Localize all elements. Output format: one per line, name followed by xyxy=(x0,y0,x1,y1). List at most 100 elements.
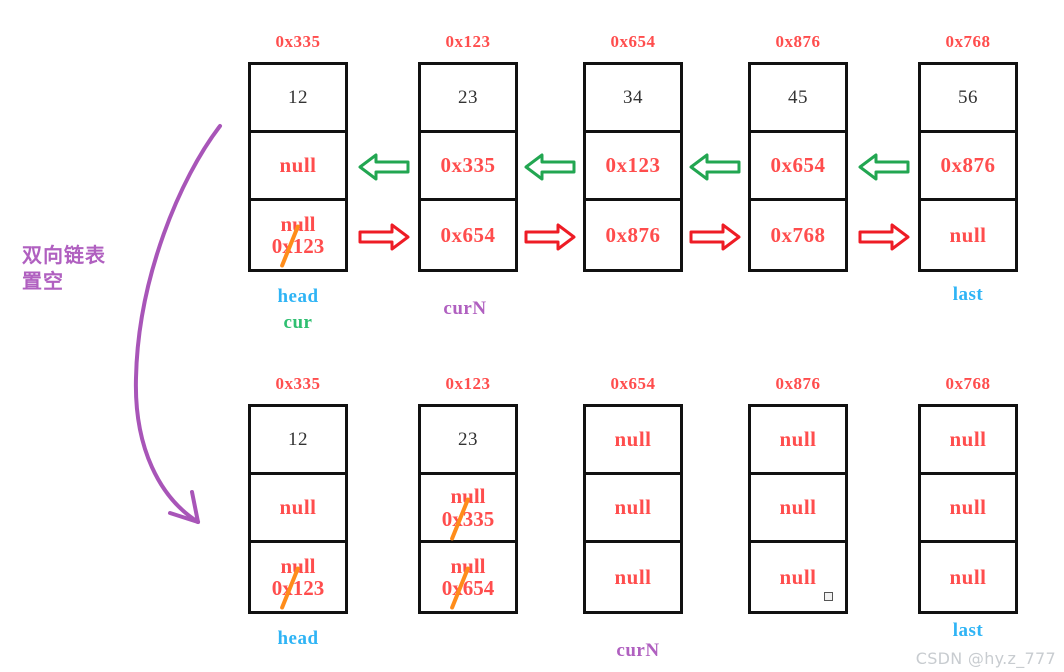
node-next-cell: null 0x123 xyxy=(251,543,345,611)
node-data-cell: 12 xyxy=(251,65,345,133)
next-pointer-arrow-icon xyxy=(689,223,741,251)
node-prev-value: null xyxy=(949,495,987,519)
node-box: 56 0x876 null xyxy=(918,62,1018,272)
node-data-cell: null xyxy=(586,407,680,475)
node-next-cell: 0x768 xyxy=(751,201,845,269)
node-data-cell: 34 xyxy=(586,65,680,133)
node-next-value: 0x876 xyxy=(605,222,661,247)
node-prev-value: 0x123 xyxy=(605,153,661,177)
node-next-cell: 0x654 xyxy=(421,201,515,269)
node-prev-cell: 0x654 xyxy=(751,133,845,201)
node-next-cell: null 0x654 xyxy=(421,543,515,611)
address-label: 0x876 xyxy=(775,374,821,393)
node-data-value: 56 xyxy=(958,87,978,108)
node-prev-cell: 0x123 xyxy=(586,133,680,201)
node-next-old-value: 0x123 xyxy=(271,234,325,258)
node-box: 34 0x123 0x876 xyxy=(583,62,683,272)
node-next-value: null xyxy=(614,564,652,589)
address-label: 0x768 xyxy=(945,32,991,51)
node-prev-value-stack: null 0x335 xyxy=(441,485,495,541)
prev-pointer-arrow-icon xyxy=(358,153,410,181)
node-next-value-stack: null 0x654 xyxy=(441,555,495,611)
node-prev-cell: null xyxy=(751,475,845,543)
address-label: 0x768 xyxy=(945,374,991,393)
node-prev-cell: null xyxy=(921,475,1015,543)
node-prev-cell: 0x876 xyxy=(921,133,1015,201)
pointer-label-head: head xyxy=(277,286,319,307)
mouse-cursor xyxy=(824,592,833,601)
node-data-value: null xyxy=(614,427,652,451)
node-data-value: 34 xyxy=(623,87,643,108)
next-pointer-arrow-icon xyxy=(858,223,910,251)
node-data-cell: 45 xyxy=(751,65,845,133)
node-box: 23 null 0x335 null 0x654 xyxy=(418,404,518,614)
node-data-cell: 23 xyxy=(421,65,515,133)
node-box: 23 0x335 0x654 xyxy=(418,62,518,272)
node-prev-value: null xyxy=(779,495,817,519)
node-box: 12 null null 0x123 xyxy=(248,62,348,272)
node-data-value: null xyxy=(949,427,987,451)
node-next-value: null xyxy=(949,222,987,247)
node-next-value-stack: null 0x123 xyxy=(271,213,325,269)
node-next-cell: null 0x123 xyxy=(251,201,345,269)
node-prev-value: 0x654 xyxy=(770,153,826,177)
node-next-value-stack: null 0x123 xyxy=(272,555,324,611)
pointer-label-head: head xyxy=(277,628,319,649)
node-next-cell: null xyxy=(586,543,680,611)
node-prev-old-value: 0x335 xyxy=(441,506,495,531)
node-prev-cell: null xyxy=(251,133,345,201)
prev-pointer-arrow-icon xyxy=(858,153,910,181)
node-data-cell: null xyxy=(751,407,845,475)
prev-pointer-arrow-icon xyxy=(524,153,576,181)
prev-pointer-arrow-icon xyxy=(689,153,741,181)
node-next-value: 0x654 xyxy=(440,222,496,247)
address-label: 0x654 xyxy=(610,32,656,51)
address-label: 0x335 xyxy=(275,374,321,393)
node-next-old-value: 0x654 xyxy=(441,576,495,600)
node-next-cell: null xyxy=(921,543,1015,611)
next-pointer-arrow-icon xyxy=(524,223,576,251)
annotation-text: 双向链表 置空 xyxy=(22,242,132,294)
node-box: 12 null null 0x123 xyxy=(248,404,348,614)
address-label: 0x876 xyxy=(775,32,821,51)
address-label: 0x123 xyxy=(445,32,491,51)
node-prev-cell: null 0x335 xyxy=(421,475,515,543)
node-data-value: 12 xyxy=(288,429,308,450)
node-prev-value: null xyxy=(614,495,652,519)
node-box: null null null xyxy=(748,404,848,614)
address-label: 0x335 xyxy=(275,32,321,51)
node-next-cell: 0x876 xyxy=(586,201,680,269)
node-next-cell: null xyxy=(751,543,845,611)
pointer-label-last: last xyxy=(952,620,984,641)
node-box: null null null xyxy=(583,404,683,614)
next-pointer-arrow-icon xyxy=(358,223,410,251)
pointer-label-cur: cur xyxy=(283,312,313,333)
node-prev-cell: 0x335 xyxy=(421,133,515,201)
watermark: CSDN @hy.z_777 xyxy=(915,649,1056,668)
node-prev-cell: null xyxy=(586,475,680,543)
annotation-line-1: 双向链表 xyxy=(22,243,106,267)
node-prev-value: null xyxy=(279,495,317,519)
node-data-cell: 12 xyxy=(251,407,345,475)
node-prev-value: 0x335 xyxy=(440,153,496,177)
node-prev-value: 0x876 xyxy=(940,153,996,177)
node-data-value: null xyxy=(779,427,817,451)
node-data-value: 12 xyxy=(288,87,308,108)
node-data-value: 23 xyxy=(458,87,478,108)
node-prev-cell: null xyxy=(251,475,345,543)
clearing-flow-arrow xyxy=(133,124,222,524)
node-data-value: 45 xyxy=(788,87,808,108)
pointer-label-curn: curN xyxy=(616,640,660,661)
pointer-label-last: last xyxy=(952,284,984,305)
node-next-value: 0x768 xyxy=(770,222,826,247)
node-box: null null null xyxy=(918,404,1018,614)
node-prev-value: null xyxy=(279,153,317,177)
address-label: 0x654 xyxy=(610,374,656,393)
node-next-cell: null xyxy=(921,201,1015,269)
node-data-cell: null xyxy=(921,407,1015,475)
address-label: 0x123 xyxy=(445,374,491,393)
pointer-label-curn: curN xyxy=(443,298,487,319)
annotation-line-2: 置空 xyxy=(22,269,64,293)
node-next-value: null xyxy=(779,564,817,589)
